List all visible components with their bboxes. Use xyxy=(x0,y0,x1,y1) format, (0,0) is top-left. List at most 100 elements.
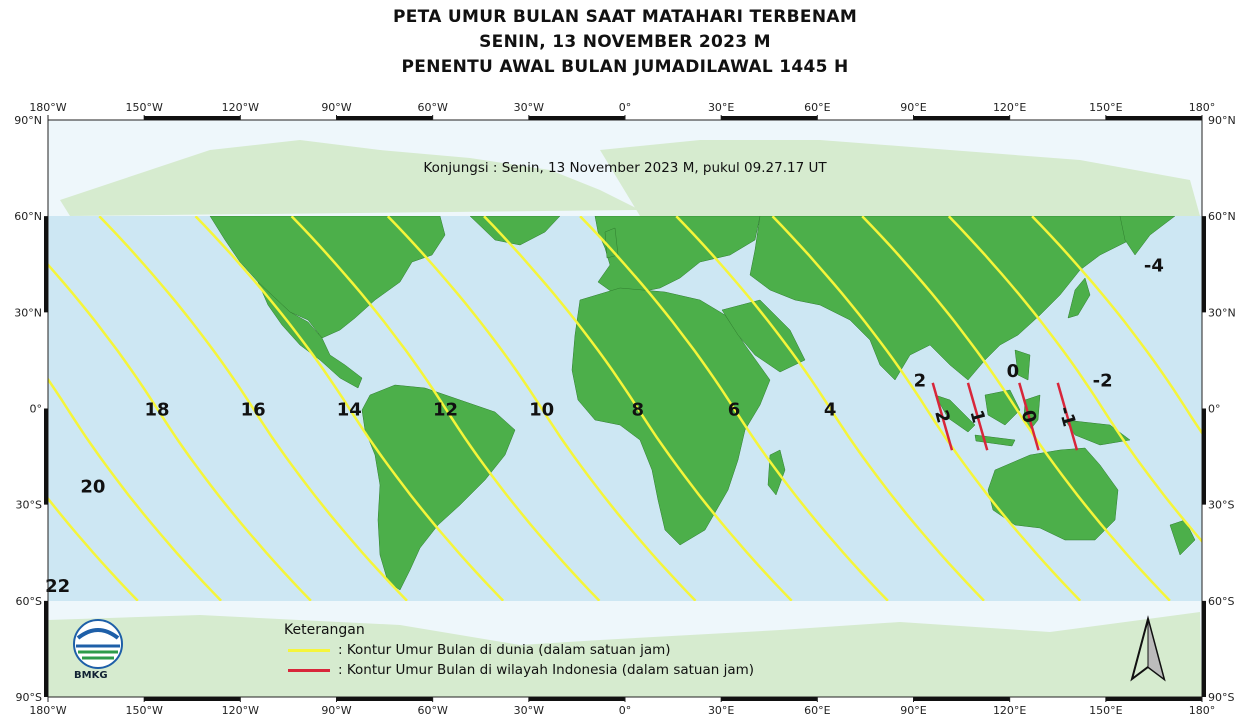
axis-ticks: 180°W180°W150°W150°W120°W120°W90°W90°W60… xyxy=(14,101,1235,717)
new-zealand xyxy=(1169,519,1196,556)
lon-tick-top: 90°E xyxy=(900,101,926,114)
north-arrow-icon xyxy=(1130,615,1166,682)
japan xyxy=(1067,277,1091,319)
world-contour-line xyxy=(386,216,697,601)
bmkg-label: BMKG xyxy=(74,670,108,681)
madagascar xyxy=(767,449,786,496)
mexico-central-america xyxy=(257,281,363,389)
world-contour-line xyxy=(483,216,793,601)
lat-tick-left: 0° xyxy=(30,403,43,416)
legend-indonesia-row: : Kontur Umur Bulan di wilayah Indonesia… xyxy=(288,662,754,678)
lon-tick-bottom: 0° xyxy=(619,704,632,717)
lat-tick-right: 0° xyxy=(1208,403,1221,416)
lat-tick-right: 90°S xyxy=(1208,691,1234,704)
bmkg-logo xyxy=(73,619,123,669)
lon-tick-bottom: 60°E xyxy=(804,704,830,717)
lat-tick-right: 90°N xyxy=(1208,114,1236,127)
lon-tick-top: 60°W xyxy=(417,101,447,114)
indonesia-contour-label: 0 xyxy=(1017,408,1041,426)
lat-tick-right: 30°N xyxy=(1208,306,1236,319)
kamchatka xyxy=(1119,216,1176,256)
world-contour-label: 14 xyxy=(337,400,362,421)
world-contour-line xyxy=(98,216,408,601)
world-contour-label: -4 xyxy=(1144,255,1164,276)
lon-tick-top: 90°W xyxy=(321,101,351,114)
world-contour-label: 20 xyxy=(80,476,105,497)
lon-tick-top: 150°W xyxy=(125,101,162,114)
sumatra xyxy=(934,394,976,433)
lat-tick-right: 60°N xyxy=(1208,210,1236,223)
lon-tick-bottom: 150°E xyxy=(1089,704,1122,717)
lon-tick-bottom: 150°W xyxy=(125,704,162,717)
south-america xyxy=(361,384,516,591)
legend-title: Keterangan xyxy=(284,622,365,638)
lat-tick-left: 90°S xyxy=(16,691,42,704)
lon-tick-top: 30°E xyxy=(708,101,734,114)
lat-tick-left: 30°N xyxy=(14,306,42,319)
land-masses xyxy=(209,216,1196,591)
lon-tick-top: 180° xyxy=(1189,101,1216,114)
world-contour-line xyxy=(579,216,889,601)
world-contour-line xyxy=(290,216,601,601)
lat-tick-left: 60°N xyxy=(14,210,42,223)
lat-tick-left: 30°S xyxy=(16,499,42,512)
lon-tick-bottom: 180° xyxy=(1189,704,1216,717)
legend-world-swatch xyxy=(288,648,330,652)
lon-tick-bottom: 60°W xyxy=(417,704,447,717)
legend-indonesia-swatch xyxy=(288,668,330,672)
lon-tick-top: 120°E xyxy=(993,101,1026,114)
world-contour-label: -2 xyxy=(1093,371,1113,392)
europe xyxy=(594,216,761,293)
new-guinea xyxy=(1064,419,1131,446)
conjunction-text: Konjungsi : Senin, 13 November 2023 M, p… xyxy=(423,160,827,176)
sulawesi xyxy=(1023,394,1041,431)
lon-tick-top: 0° xyxy=(619,101,632,114)
world-contour-line xyxy=(861,216,1171,601)
lon-tick-bottom: 90°W xyxy=(321,704,351,717)
legend-indonesia-text: : Kontur Umur Bulan di wilayah Indonesia… xyxy=(338,662,755,678)
lon-tick-top: 120°W xyxy=(222,101,259,114)
africa xyxy=(571,287,771,546)
lon-tick-bottom: 180°W xyxy=(29,704,66,717)
world-contour-label: 4 xyxy=(824,400,837,421)
legend-world-text: : Kontur Umur Bulan di dunia (dalam satu… xyxy=(338,642,671,658)
lon-tick-top: 180°W xyxy=(29,101,66,114)
philippines xyxy=(1014,349,1031,381)
map-title-line1: PETA UMUR BULAN SAAT MATAHARI TERBENAM xyxy=(392,7,858,27)
world-contour-line xyxy=(675,216,985,601)
indonesia-contour-label: 1 xyxy=(965,408,989,426)
world-contour-label: 8 xyxy=(632,400,645,421)
world-contour-label: 0 xyxy=(1007,361,1020,382)
world-contour-label: 16 xyxy=(241,400,266,421)
world-contour-line xyxy=(48,496,139,601)
lon-tick-bottom: 30°W xyxy=(514,704,544,717)
java xyxy=(974,434,1016,447)
lon-tick-bottom: 30°E xyxy=(708,704,734,717)
arabia xyxy=(721,299,806,373)
indonesia-contour-line xyxy=(966,382,989,451)
lon-tick-bottom: 120°W xyxy=(222,704,259,717)
world-contour-label: 22 xyxy=(45,576,70,597)
lat-tick-right: 60°S xyxy=(1208,595,1234,608)
indonesia-contour-line xyxy=(1018,382,1040,451)
map-title-line2: SENIN, 13 NOVEMBER 2023 M xyxy=(479,32,771,52)
world-contour-line xyxy=(48,262,312,601)
indonesia-contour-line xyxy=(931,382,954,451)
indonesia-contours xyxy=(931,382,1079,451)
lat-tick-right: 30°S xyxy=(1208,499,1234,512)
world-contour-label: 18 xyxy=(144,400,169,421)
north-america xyxy=(209,216,446,339)
world-contour-line xyxy=(194,216,505,601)
lat-tick-left: 60°S xyxy=(16,595,42,608)
world-contour-label: 12 xyxy=(433,400,458,421)
world-contour-label: 10 xyxy=(529,400,554,421)
lon-tick-top: 60°E xyxy=(804,101,830,114)
lon-tick-top: 150°E xyxy=(1089,101,1122,114)
indonesia-contour-line xyxy=(1056,382,1079,451)
world-contour-line xyxy=(1031,216,1202,436)
asia xyxy=(749,216,1141,381)
polar-land xyxy=(48,140,1202,697)
world-contour-label: 6 xyxy=(728,400,741,421)
lon-tick-bottom: 90°E xyxy=(900,704,926,717)
